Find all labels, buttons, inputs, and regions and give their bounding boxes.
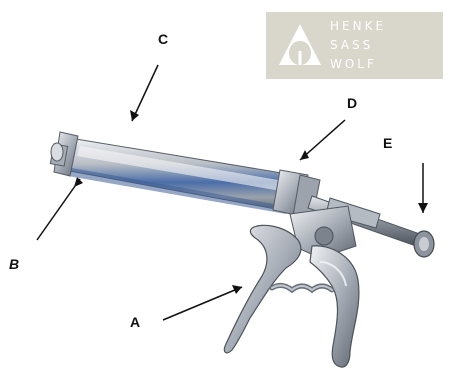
leader-line-a (163, 287, 242, 320)
brand-line-3: WOLF (330, 58, 377, 70)
brand-line-1: HENKE (330, 20, 386, 32)
brand-line-2: SASS (330, 39, 373, 51)
callout-d: D (347, 96, 357, 110)
rear-handle (310, 246, 359, 367)
leader-line-b (37, 179, 80, 240)
arrowhead-b (74, 177, 83, 187)
spring (272, 285, 332, 290)
brand-logo: HENKE SASS WOLF (266, 12, 443, 79)
arrowhead-c (130, 110, 139, 121)
callout-b: B (9, 257, 19, 271)
callout-a: A (130, 315, 140, 329)
leader-line-c (132, 65, 158, 121)
arrowhead-a (232, 285, 242, 294)
barrel (64, 138, 300, 214)
arrowhead-d (300, 150, 309, 160)
arrowhead-e (418, 203, 428, 213)
triangle-mark-icon (276, 21, 324, 69)
callout-c: C (158, 32, 168, 46)
callout-e: E (383, 136, 392, 150)
